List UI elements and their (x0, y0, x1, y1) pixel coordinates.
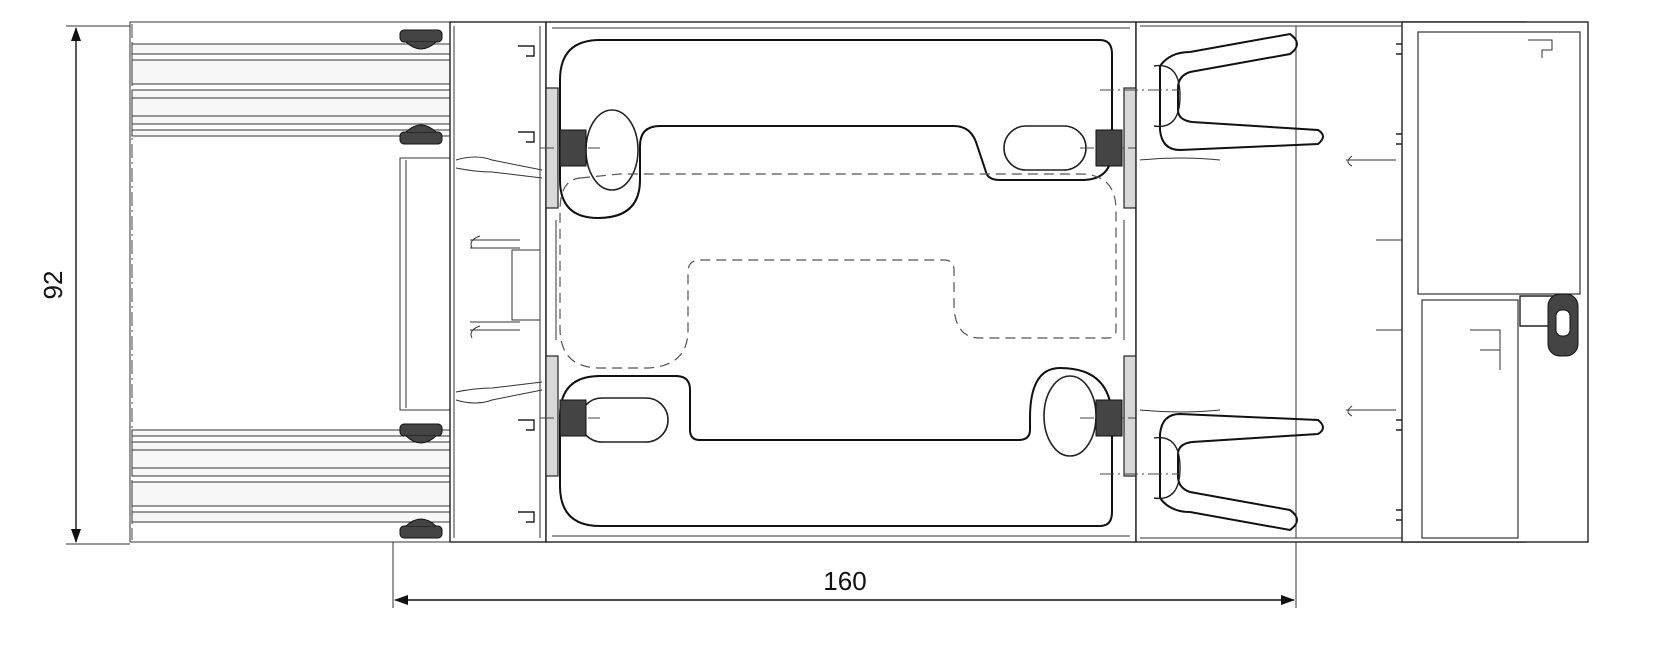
lower-insulating-bar (559, 366, 1113, 527)
thermal-break-zone (545, 21, 1137, 543)
glazing-gaskets (399, 29, 443, 539)
hidden-insulator-outline (559, 173, 1117, 369)
screw-top-right (1080, 87, 1140, 209)
screw-top-left (540, 87, 600, 209)
upper-right-slot (1003, 125, 1087, 171)
gasket-top-outer (399, 29, 443, 50)
upper-left-slot (585, 109, 639, 191)
height-dimension: 92 (38, 25, 130, 545)
glazing-panel (129, 21, 457, 543)
outer-sash-profile (1401, 21, 1589, 543)
screw-bottom-right (1080, 355, 1140, 477)
width-dimension: 160 (392, 540, 1297, 608)
upper-clip-nose (1153, 64, 1181, 128)
height-dimension-label: 92 (38, 271, 68, 300)
gasket-bottom-inner (399, 423, 443, 444)
fixing-screws (540, 87, 1140, 477)
lower-left-slot (579, 397, 669, 443)
gasket-top-inner (399, 124, 443, 145)
width-dimension-label: 160 (823, 566, 866, 596)
left-frame-profile (449, 21, 547, 543)
lower-clip-nose (1153, 436, 1181, 500)
outer-weather-gasket (1547, 293, 1579, 357)
screw-bottom-left (540, 355, 600, 477)
lower-right-slot (1043, 375, 1097, 457)
gasket-bottom-outer (399, 518, 443, 539)
